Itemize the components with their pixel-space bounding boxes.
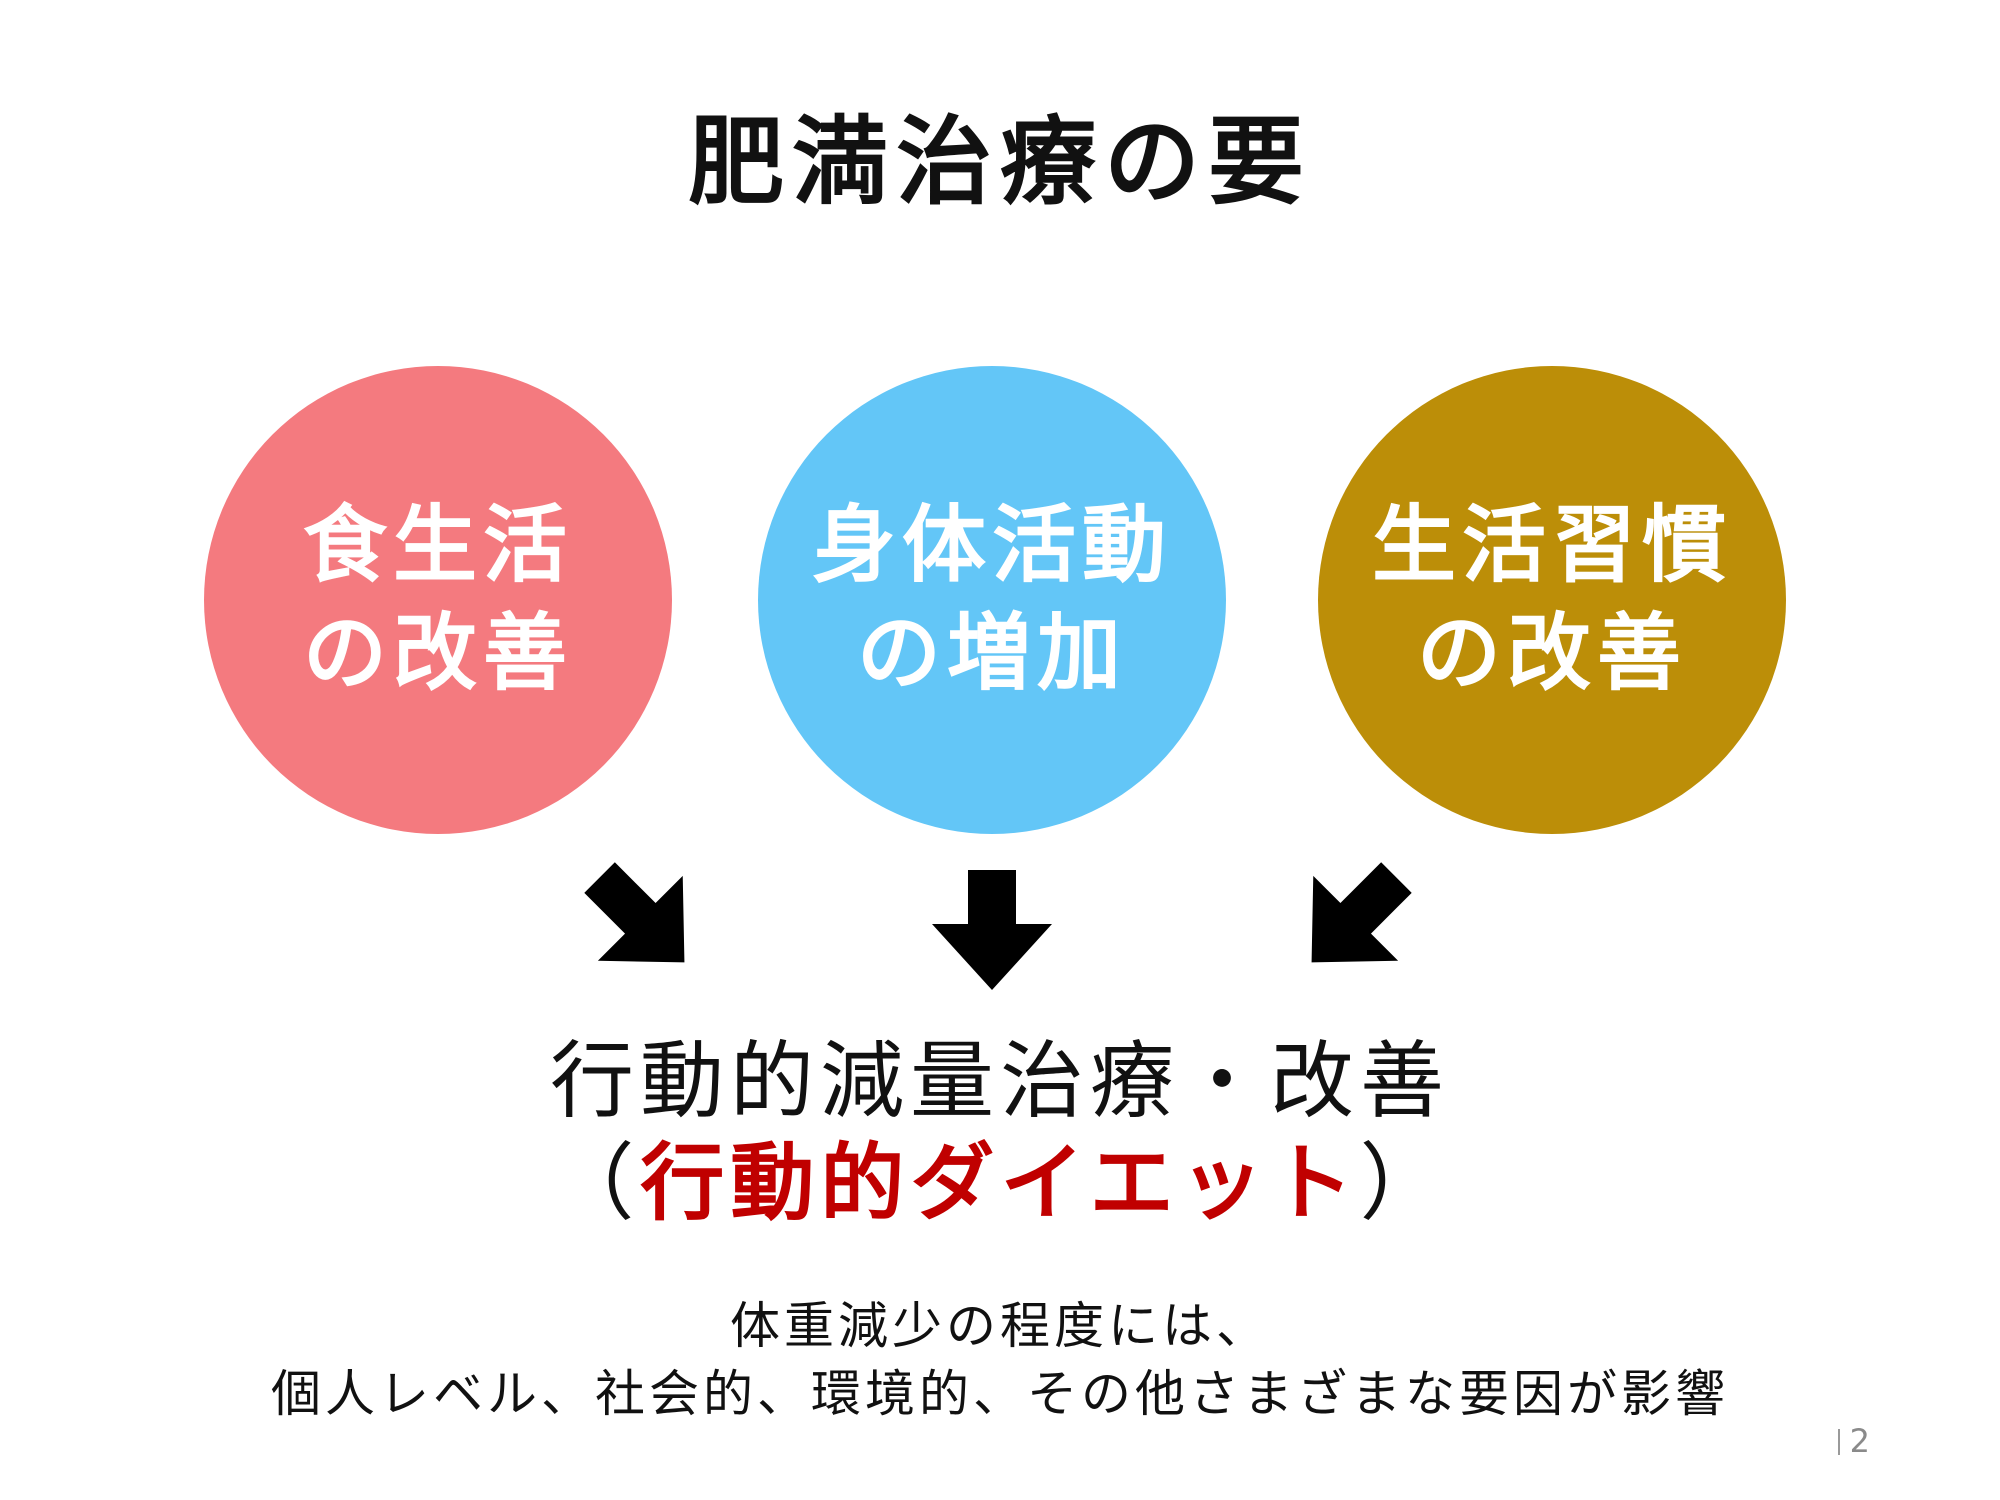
result-text: 行動的減量治療・改善 （行動的ダイエット） [0, 1030, 2000, 1235]
arrow-down-icon [932, 870, 1052, 990]
slide-title: 肥満治療の要 [688, 106, 1312, 218]
paren-close: ） [1359, 1134, 1450, 1233]
circle-lifestyle: 生活習慣 の改善 [1318, 366, 1786, 834]
result-line2: （行動的ダイエット） [0, 1132, 2000, 1234]
page-number-value: 2 [1849, 1422, 1870, 1460]
circle-activity: 身体活動 の増加 [758, 366, 1226, 834]
note-line1: 体重減少の程度には、 [730, 1297, 1270, 1355]
highlight-behavioral-diet: 行動的ダイエット [640, 1134, 1360, 1233]
page-number-divider [1837, 1429, 1840, 1455]
arrow-down-left-icon [1294, 860, 1414, 980]
circle-diet-line1: 食生活 [302, 496, 573, 595]
page-number: 2 [1837, 1422, 1870, 1460]
circle-activity-line2: の増加 [856, 604, 1127, 702]
arrow-down-right-icon [582, 860, 702, 980]
circle-diet-line2: の改善 [302, 604, 573, 702]
note-text: 体重減少の程度には、 個人レベル、社会的、環境的、その他さまざまな要因が影響 [0, 1292, 2000, 1428]
result-line1: 行動的減量治療・改善 [549, 1032, 1450, 1130]
note-line2: 個人レベル、社会的、環境的、その他さまざまな要因が影響 [271, 1365, 1729, 1423]
circle-lifestyle-line1: 生活習慣 [1371, 496, 1732, 595]
circle-diet: 食生活 の改善 [204, 366, 672, 834]
circle-activity-line1: 身体活動 [811, 496, 1172, 595]
paren-open: （ [550, 1134, 641, 1233]
circle-lifestyle-line2: の改善 [1416, 604, 1687, 702]
